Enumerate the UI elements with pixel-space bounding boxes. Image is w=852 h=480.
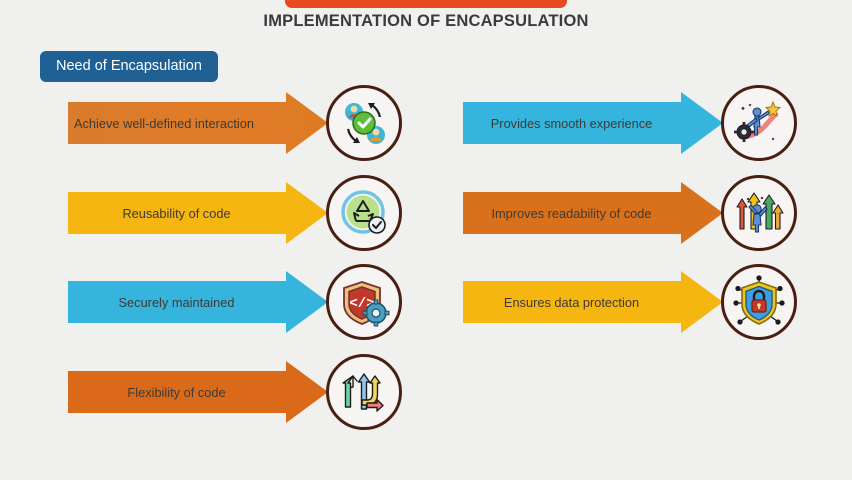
- shield-lock-network-icon: [721, 264, 797, 340]
- arrow-banner[interactable]: Ensures data protection: [453, 271, 723, 333]
- arrow-banner[interactable]: Securely maintained: [58, 271, 328, 333]
- recycle-check-icon: [326, 175, 402, 251]
- arrow-banner[interactable]: Provides smooth experience: [453, 92, 723, 154]
- arrow-banner[interactable]: Reusability of code: [58, 182, 328, 244]
- branching-arrows-icon: [326, 354, 402, 430]
- arrow-banner[interactable]: Improves readability of code: [453, 182, 723, 244]
- arrow-shape: [68, 92, 328, 154]
- arrow-banner[interactable]: Achieve well-defined interaction: [58, 92, 328, 154]
- arrow-shape: [463, 92, 723, 154]
- section-badge: Need of Encapsulation: [40, 51, 218, 82]
- arrow-banner[interactable]: Flexibility of code: [58, 361, 328, 423]
- arrow-shape: [68, 271, 328, 333]
- arrow-shape: [463, 271, 723, 333]
- person-growth-arrows-icon: [721, 175, 797, 251]
- arrow-shape: [463, 182, 723, 244]
- arrow-shape: [68, 182, 328, 244]
- arrow-shape: [68, 361, 328, 423]
- person-rising-arrow-star-icon: [721, 85, 797, 161]
- top-accent-tab: [285, 0, 567, 8]
- page-title: IMPLEMENTATION OF ENCAPSULATION: [263, 12, 589, 30]
- interaction-users-check-icon: [326, 85, 402, 161]
- shield-code-gear-icon: </>: [326, 264, 402, 340]
